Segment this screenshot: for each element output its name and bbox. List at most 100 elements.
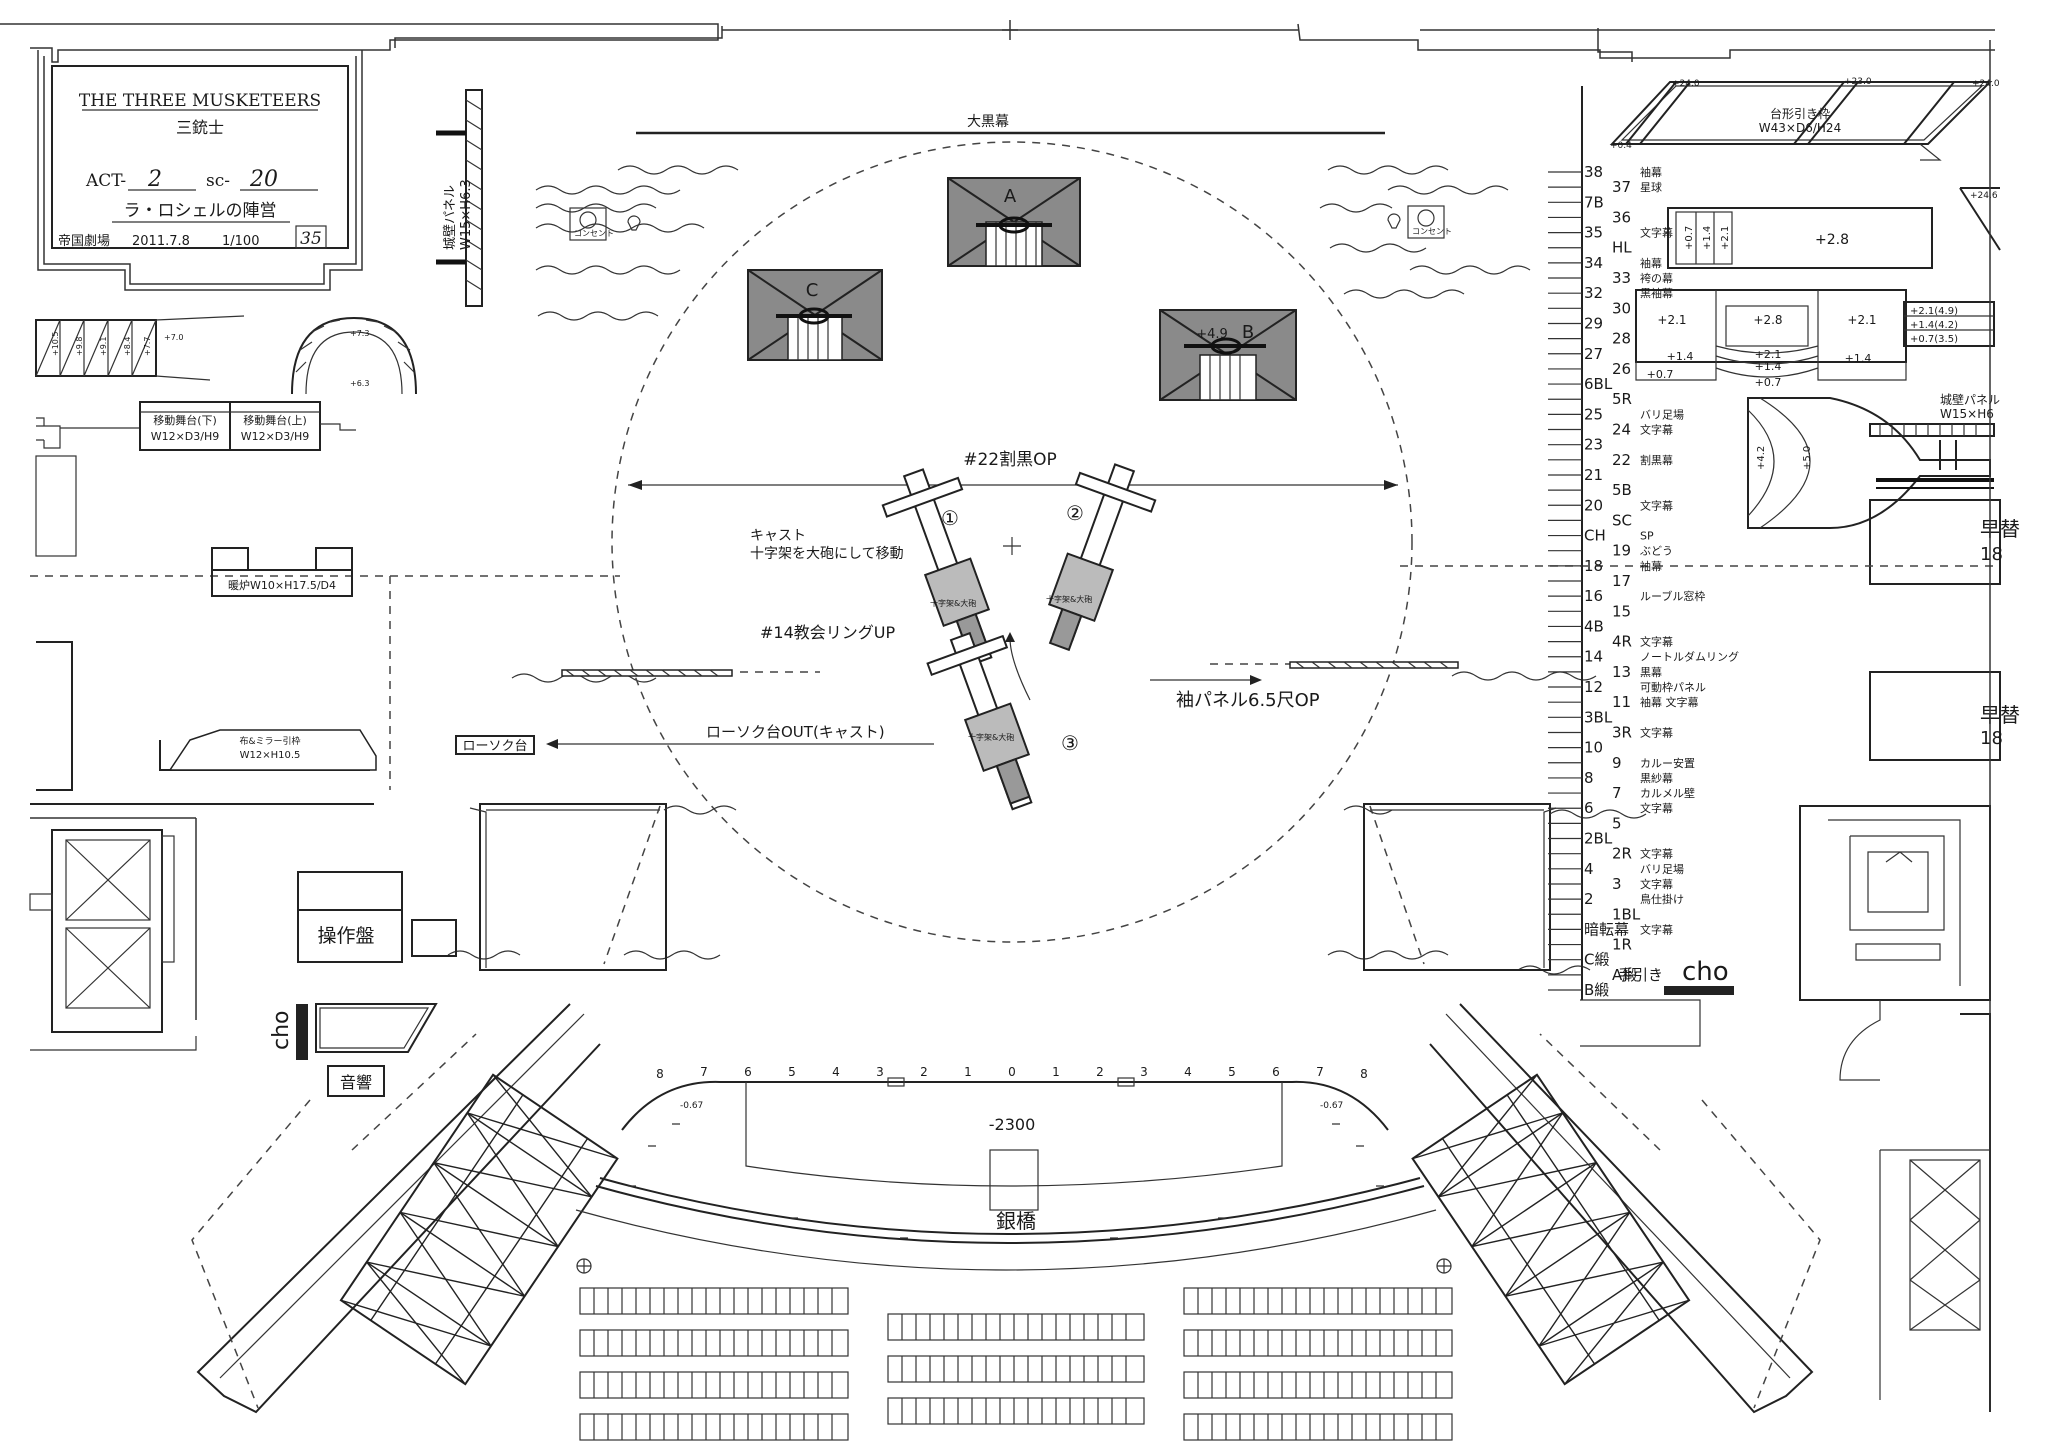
castle-panel-right-label: 城壁パネル [1940,392,2000,407]
fly-line-name: SP [1640,530,1654,543]
pit-depth-label: -2300 [989,1115,1036,1134]
quick-change-2-label: 早替 [1980,703,2020,727]
fly-line-number: 4R [1612,633,1632,651]
level-23-0: +23.0 [1844,77,1872,87]
seat-row [887,1397,1145,1425]
left-arch: +7.3 +6.3 [291,316,417,395]
fly-line-number: 27 [1584,345,1603,363]
stair-level-7-0: +7.0 [164,333,183,342]
trapezoid-frame-size: W43×D6/H24 [1759,121,1841,135]
cue-22: #22割黒OP [628,450,1398,490]
cue-14-label: #14教会リングUP [760,623,895,642]
cho-left: cho 音響 [269,1003,438,1097]
level-0-4: +0.4 [1610,141,1632,151]
black-drop-label: 大黒幕 [967,114,1009,130]
arch-level-7-3: +7.3 [350,329,369,338]
level-2-1b: +2.1 [1847,313,1876,327]
left-gallery [191,1003,619,1414]
candle-out-label: ローソク台OUT(キャスト) [706,723,885,741]
fly-line-name: 文字幕 [1640,423,1673,437]
hand-pull-label: 手引き [1618,966,1663,984]
fly-line-number: 4B [1584,617,1604,635]
seat-row [887,1313,1145,1341]
fly-line-number: 3BL [1584,708,1613,726]
seat-row [579,1371,849,1399]
fly-line-number: 6 [1584,799,1594,817]
cross-1: 十字架&大砲 [881,468,993,666]
wagon-lower-size: W12×D3/H9 [151,430,220,443]
fly-line-number: 28 [1612,330,1631,348]
platform-c: C [747,269,883,361]
level-0-7b: +0.7 [1755,376,1782,389]
title-venue: 帝国劇場 [58,233,110,249]
stage-number: 4 [832,1065,840,1079]
concent-left: コンセント [569,207,641,241]
fly-line-number: 37 [1612,178,1631,196]
stage-number: 0 [1008,1065,1016,1079]
cross-2-label: 十字架&大砲 [1046,594,1092,604]
fly-line-number: 35 [1584,224,1603,242]
fly-line-number: C緞 [1584,951,1609,969]
bridge-label: 銀橋 [996,1209,1036,1233]
fly-line-name: 袖幕 文字幕 [1640,695,1699,709]
fly-line-number: 10 [1584,739,1603,757]
fly-line-name: カルメル壁 [1640,786,1695,800]
level-r-0-7: +0.7(3.5) [1910,334,1958,345]
orchestra-pit: -2300 銀橋 -0.67 -0.67 [575,1077,1437,1271]
cue-num-1: ① [941,506,959,530]
concent-right-icon: コンセント [1412,227,1452,236]
title-block: THE THREE MUSKETEERS 三銃士 ACT- 2 sc- 20 ラ… [51,65,349,249]
lower-right-piece [1580,999,1701,1047]
fly-line-name: 黒紗幕 [1640,771,1673,785]
fly-line-number: 16 [1584,587,1603,605]
title-scene-name: ラ・ロシェルの陣営 [124,201,277,221]
fly-line-number: 22 [1612,451,1631,469]
stage-number: 8 [656,1067,664,1081]
seat-row [1183,1371,1453,1399]
stage-number: 2 [920,1065,928,1079]
fly-line-name: 文字幕 [1640,801,1673,815]
fly-line-number: 32 [1584,284,1603,302]
upper-platform: +0.7 +1.4 +2.1 +2.8 [1667,207,1933,269]
mirror-frame: 布&ミラー引枠 W12×H10.5 [159,729,377,771]
fly-line-number: A緞 [1612,966,1637,984]
stage-number: 3 [876,1065,884,1079]
fly-line-name: 文字幕 [1640,498,1673,512]
concent-right: コンセント [1387,205,1452,239]
console-label: 操作盤 [317,925,374,947]
wagons: 移動舞台(下) W12×D3/H9 移動舞台(上) W12×D3/H9 [36,401,356,451]
fly-line-number: 5R [1612,390,1632,408]
right-ship: +4.2 +5.0 城壁パネル W15×H6 [1747,392,2000,529]
cue-num-3: ③ [1061,731,1079,755]
fly-line-name: 黒袖幕 [1640,286,1673,300]
level-4-2: +4.2 [1756,446,1767,470]
water-waves [447,165,1597,975]
fly-line-number: 2BL [1584,830,1613,848]
stair-level-8-4: +8.4 [123,337,132,356]
cross-3-label: 十字架&大砲 [968,732,1014,742]
seat-row [887,1355,1145,1383]
cast-note-2: 十字架を大砲にして移動 [750,546,904,562]
level-5-0: +5.0 [1802,446,1813,470]
title-sheet-no: 35 [300,229,322,249]
platform-b-label: B [1242,322,1254,343]
fly-line-number: 20 [1584,496,1603,514]
fly-line-number: HL [1612,239,1632,257]
level-r-1-4: +1.4(4.2) [1910,320,1958,331]
fly-line-number: 5 [1612,814,1622,832]
fly-line-name: 文字幕 [1640,635,1673,649]
stage-number: 5 [1228,1065,1236,1079]
cast-note-1: キャスト [750,528,806,544]
seat-row [579,1287,849,1315]
fly-line-name: 黒幕 [1640,665,1662,679]
title-production-ja: 三銃士 [176,118,224,137]
stage-number: 1 [1052,1065,1060,1079]
fly-line-number: 24 [1612,421,1631,439]
stair-level-9-8: +9.8 [75,337,84,356]
seat-row [1183,1413,1453,1441]
fly-line-number: 9 [1612,754,1622,772]
fly-line-number: 23 [1584,436,1603,454]
fly-line-number: 4 [1584,860,1594,878]
level-24-0b: +24.0 [1972,79,2000,89]
